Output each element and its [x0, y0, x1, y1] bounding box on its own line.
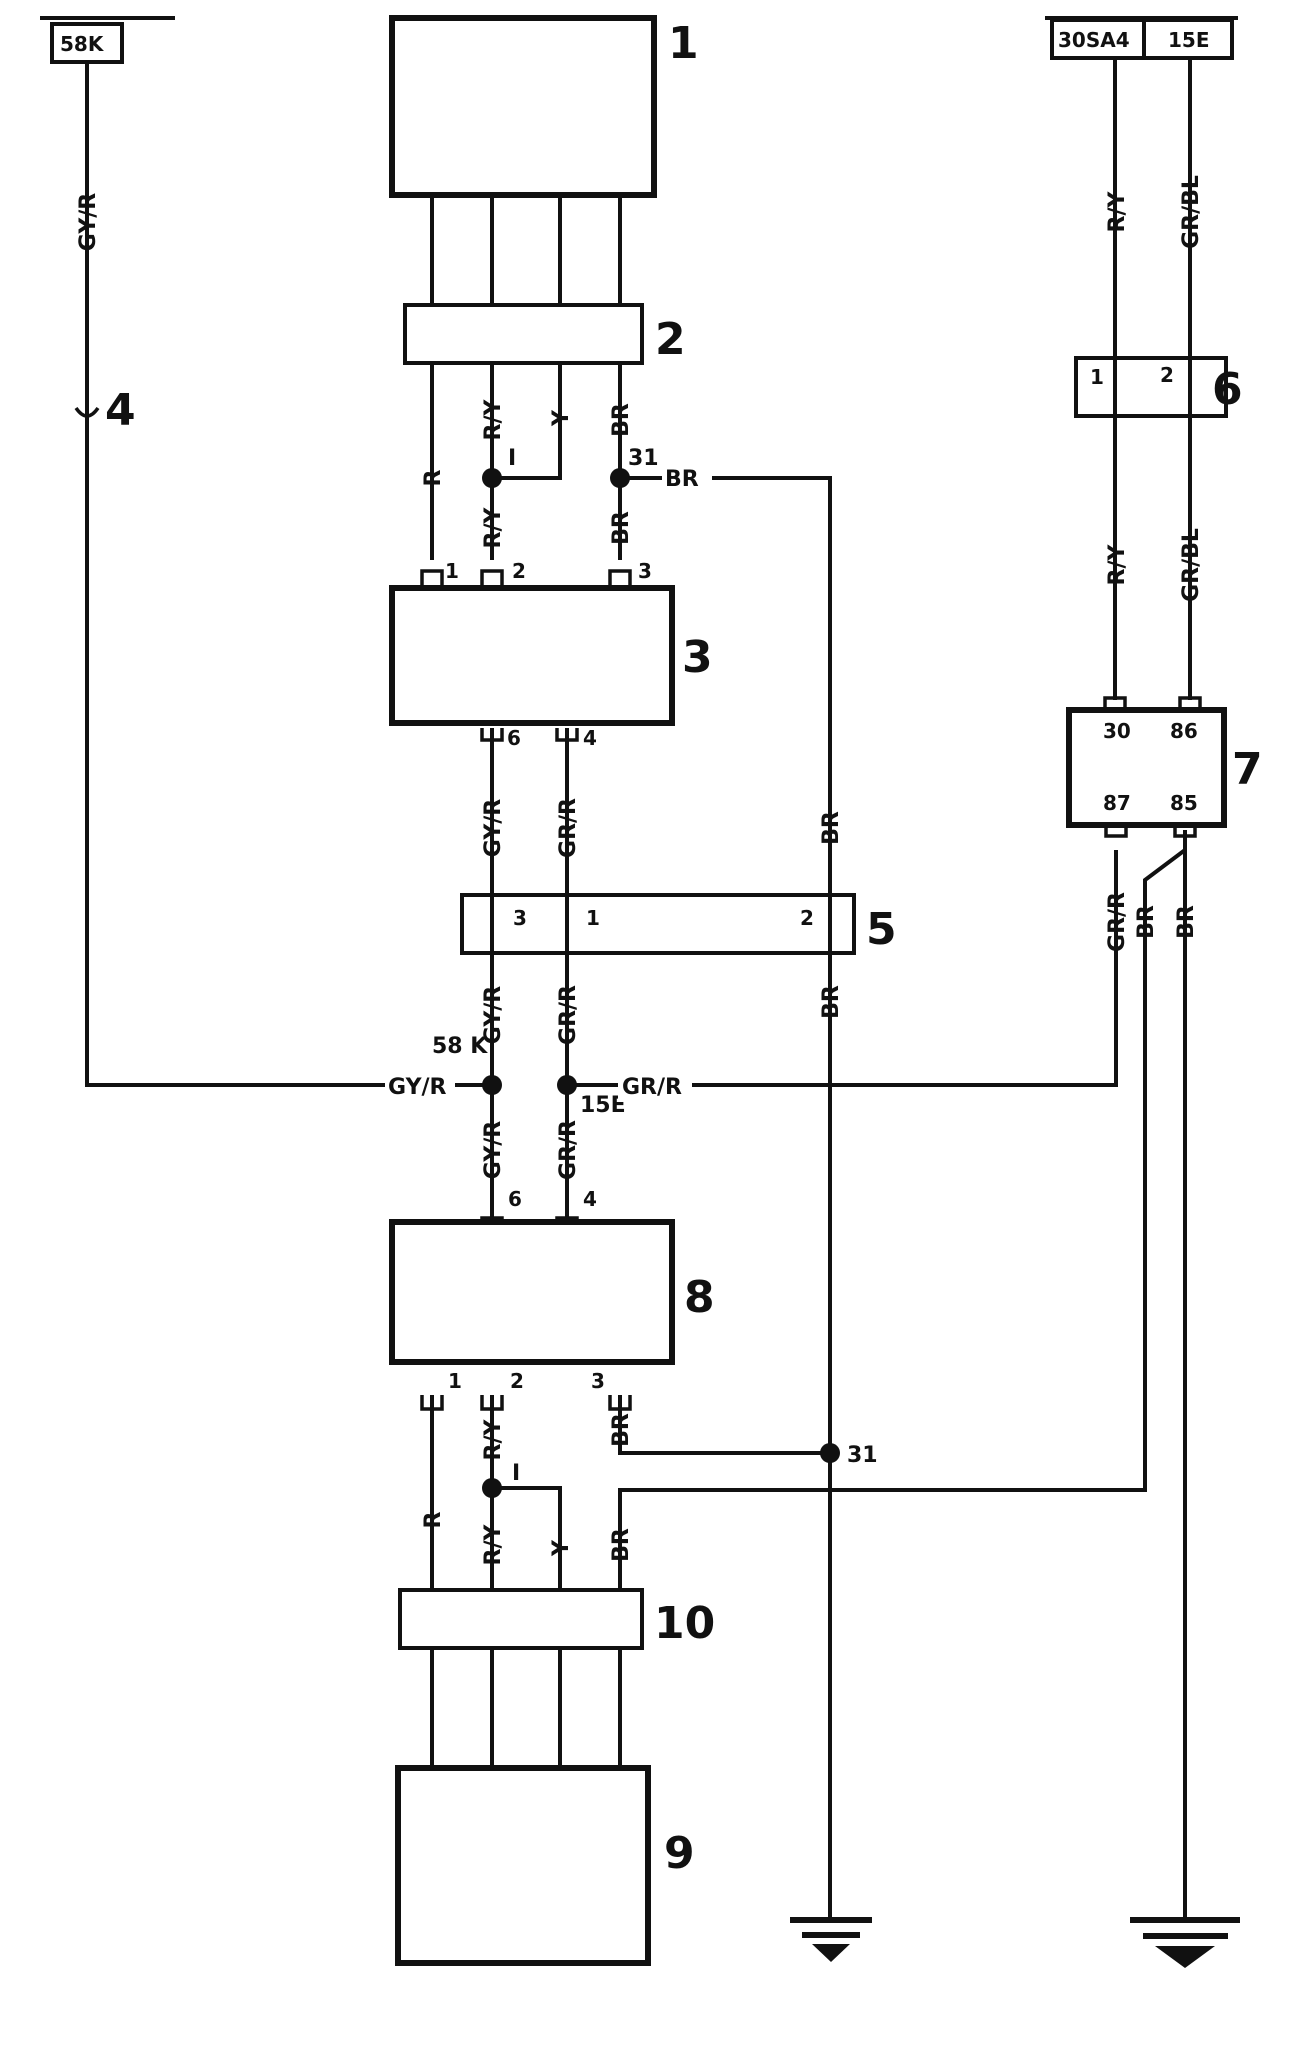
component-3: 3 [389, 585, 713, 726]
connector-10-label: 10 [654, 1598, 715, 1649]
wire-label-gyr-horizontal: GY/R [388, 1075, 447, 1100]
wire-label-grr-mid-1: GR/R [556, 798, 581, 858]
pin-7-85: 85 [1170, 791, 1198, 815]
node-31-top: 31 [628, 446, 659, 471]
wire-labels: GY/R R R/Y Y BR R/Y BR GY/R GR/R BR GY/R… [76, 175, 1204, 1565]
pin-7-86: 86 [1170, 719, 1198, 743]
wire-label-br-top-2: BR [609, 511, 634, 545]
component-8: 8 [389, 1219, 715, 1365]
wire-label-br-mid-1: BR [819, 811, 844, 845]
wire-label-br-top-1: BR [609, 403, 634, 437]
wire-label-ry-right-2: R/Y [1105, 543, 1130, 585]
wire-label-gyr-mid-2: GY/R [481, 986, 506, 1045]
pin-8-1: 1 [448, 1369, 462, 1393]
node-i-bottom: I [512, 1461, 520, 1486]
terminal-15e-label: 15E [1168, 28, 1210, 52]
wire-label-br-relay-1: BR [1134, 905, 1159, 939]
ground-left-icon [790, 1917, 872, 1962]
terminal-block-right: 30SA4 15E [1045, 16, 1238, 60]
wire-label-br-horizontal: BR [665, 467, 699, 492]
pin-5-3: 3 [513, 906, 527, 930]
wire-label-y-top: Y [549, 409, 574, 427]
pin-8-3: 3 [591, 1369, 605, 1393]
component-1: 1 [389, 15, 699, 198]
pin-6-1: 1 [1090, 365, 1104, 389]
pin-8-2: 2 [510, 1369, 524, 1393]
node-58k: 58 K [432, 1034, 488, 1059]
pin-numbers: 1 2 3 6 4 3 1 2 1 2 30 86 87 85 6 4 1 2 … [445, 363, 1198, 1393]
wire-label-br-bottom-2: BR [609, 1528, 634, 1562]
connector-4-label: 4 [105, 385, 136, 436]
junctions [482, 468, 840, 1498]
wire-label-grbl-right-1: GR/BL [1179, 175, 1204, 249]
pin-3-3: 3 [638, 559, 652, 583]
component-1-label: 1 [668, 18, 699, 69]
wire-label-grbl-right-2: GR/BL [1179, 528, 1204, 602]
wire-label-gyr-mid-1: GY/R [481, 799, 506, 858]
wire-label-ry-right-1: R/Y [1105, 190, 1130, 232]
wire-label-ry-bottom-1: R/Y [481, 1418, 506, 1460]
pin-3-4: 4 [583, 726, 597, 750]
connector-6: 6 [1074, 356, 1243, 418]
wire-label-br-bottom-1: BR [609, 1413, 634, 1447]
pin-8-6: 6 [508, 1187, 522, 1211]
node-i-top: I [508, 446, 516, 471]
connector-6-label: 6 [1212, 364, 1243, 415]
terminal-30sa4-label: 30SA4 [1058, 28, 1130, 52]
wire-label-grr-mid-3: GR/R [556, 1120, 581, 1180]
wire-label-ry-top-2: R/Y [481, 506, 506, 548]
wire-label-r-bottom: R [421, 1511, 446, 1528]
pin-7-30: 30 [1103, 719, 1131, 743]
component-9: 9 [395, 1765, 695, 1966]
terminal-58k: 58K [40, 16, 175, 64]
connector-10: 10 [398, 1588, 715, 1650]
wire-label-gyr-58k: GY/R [76, 193, 101, 252]
pin-5-1: 1 [586, 906, 600, 930]
connector-5: 5 [460, 893, 897, 955]
wire-label-ry-top-1: R/Y [481, 398, 506, 440]
wire-label-grr-horizontal: GR/R [622, 1075, 682, 1100]
wire-label-gyr-mid-3: GY/R [481, 1121, 506, 1180]
node-31-bottom: 31 [847, 1443, 878, 1468]
wire-label-grr-relay: GR/R [1105, 892, 1130, 952]
pins [74, 322, 1203, 1630]
connector-2: 2 [403, 303, 686, 365]
wire-label-y-bottom: Y [549, 1539, 574, 1557]
connector-2-label: 2 [655, 314, 686, 365]
wires-through-connectors [85, 358, 1192, 953]
pin-6-2: 2 [1160, 363, 1174, 387]
connector-5-label: 5 [866, 904, 897, 955]
pin-3-2: 2 [512, 559, 526, 583]
terminal-58k-label: 58K [60, 32, 105, 56]
component-3-label: 3 [682, 632, 713, 683]
wire-label-ry-bottom-2: R/Y [481, 1523, 506, 1565]
pin-7-87: 87 [1103, 791, 1131, 815]
connector-4: 4 [105, 385, 136, 436]
ground-right-icon [1130, 1917, 1240, 1968]
pin-3-1: 1 [445, 559, 459, 583]
component-9-label: 9 [664, 1828, 695, 1879]
wires [85, 58, 1192, 1920]
pin-5-2: 2 [800, 906, 814, 930]
relay-7: 7 [1066, 707, 1263, 828]
wire-label-br-relay-2: BR [1174, 905, 1199, 939]
pin-8-4: 4 [583, 1187, 597, 1211]
wire-label-r-top: R [421, 469, 446, 486]
relay-7-label: 7 [1232, 744, 1263, 795]
component-8-label: 8 [684, 1272, 715, 1323]
pin-3-6: 6 [507, 726, 521, 750]
wire-label-grr-mid-2: GR/R [556, 985, 581, 1045]
wire-label-br-mid-2: BR [819, 985, 844, 1019]
